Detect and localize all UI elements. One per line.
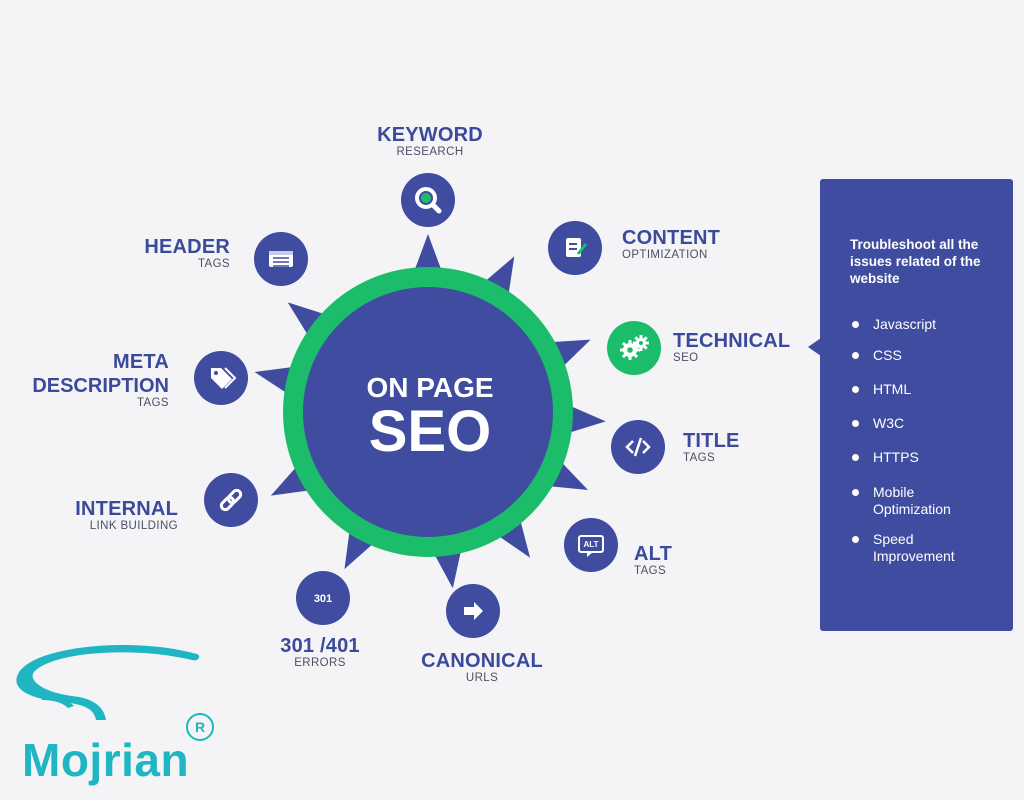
node-canonical bbox=[446, 584, 500, 638]
node-alt: ALT bbox=[564, 518, 618, 572]
node-meta bbox=[194, 351, 248, 405]
node-circle bbox=[564, 518, 618, 572]
node-subtitle: TAGS bbox=[136, 397, 169, 409]
node-subtitle: OPTIMIZATION bbox=[622, 249, 708, 261]
node-internal bbox=[204, 473, 258, 527]
ring-spike bbox=[564, 404, 606, 435]
node-content bbox=[548, 221, 602, 275]
panel-pointer bbox=[808, 338, 821, 356]
link-icon bbox=[219, 488, 243, 512]
node-label-technical: TECHNICAL SEO bbox=[673, 331, 790, 365]
node-title: INTERNAL bbox=[75, 498, 178, 520]
svg-text:ALT: ALT bbox=[584, 540, 599, 549]
ring-spike bbox=[412, 234, 444, 275]
panel-list-item: Mobile Optimization bbox=[850, 484, 983, 518]
header-tag-icon bbox=[269, 251, 293, 267]
node-title bbox=[611, 420, 665, 474]
node-label-header: HEADER TAGS bbox=[144, 237, 230, 271]
node-title: ALT bbox=[634, 543, 672, 565]
panel-list-item: Speed Improvement bbox=[850, 531, 983, 565]
node-subtitle: RESEARCH bbox=[396, 146, 464, 158]
panel-list-item: W3C bbox=[850, 415, 1013, 432]
node-subtitle: SEO bbox=[673, 352, 699, 364]
301-icon: 301 bbox=[314, 593, 332, 605]
document-edit-icon bbox=[566, 238, 588, 257]
ring-spike bbox=[494, 515, 531, 558]
code-icon bbox=[625, 437, 651, 457]
panel-list-item: CSS bbox=[850, 347, 1013, 364]
node-title-line2: DESCRIPTION bbox=[32, 375, 169, 397]
logo-swoosh-tail bbox=[42, 695, 74, 708]
node-title: TITLE bbox=[683, 430, 740, 452]
node-title: CONTENT bbox=[622, 227, 721, 249]
center-title-line2: SEO bbox=[368, 399, 492, 464]
node-subtitle: TAGS bbox=[634, 565, 667, 577]
node-keyword bbox=[401, 173, 455, 227]
node-label-errors: 301 /401 ERRORS bbox=[255, 636, 385, 670]
node-circle bbox=[296, 571, 350, 625]
arrow-right-icon bbox=[464, 602, 483, 620]
node-header bbox=[254, 232, 308, 286]
panel-list-item: HTML bbox=[850, 381, 1013, 398]
center-title-line1: ON PAGE bbox=[366, 372, 494, 403]
center-circle bbox=[303, 287, 553, 537]
tag-icon bbox=[211, 367, 237, 389]
node-label-alt: ALT TAGS bbox=[634, 544, 672, 578]
node-title: 301 /401 bbox=[280, 635, 360, 657]
node-label-meta: META DESCRIPTION TAGS bbox=[32, 352, 169, 410]
node-title: META bbox=[113, 351, 169, 373]
node-label-internal: INTERNAL LINK BUILDING bbox=[75, 499, 178, 533]
node-label-content: CONTENT OPTIMIZATION bbox=[622, 228, 720, 262]
panel-title: Troubleshoot all the issues related of t… bbox=[850, 237, 981, 286]
registered-mark: R bbox=[186, 713, 214, 741]
node-subtitle: TAGS bbox=[197, 258, 230, 270]
panel-list-item: HTTPS bbox=[850, 449, 1013, 466]
node-title: TECHNICAL bbox=[673, 330, 791, 352]
node-title: HEADER bbox=[144, 236, 230, 258]
logo-swoosh bbox=[16, 644, 200, 720]
ring-spike bbox=[287, 302, 330, 340]
node-subtitle: LINK BUILDING bbox=[89, 520, 178, 532]
node-technical bbox=[607, 321, 661, 375]
node-subtitle: TAGS bbox=[683, 452, 716, 464]
search-icon bbox=[415, 187, 442, 214]
alt-icon: ALT bbox=[578, 535, 604, 557]
node-errors: 301 bbox=[296, 571, 350, 625]
node-label-canonical: CANONICAL URLS bbox=[400, 651, 564, 685]
svg-text:301: 301 bbox=[314, 593, 332, 605]
node-subtitle: URLS bbox=[465, 672, 499, 684]
logo-text: Mojrian bbox=[22, 734, 190, 786]
node-title: CANONICAL bbox=[421, 650, 543, 672]
node-label-title: TITLE TAGS bbox=[683, 431, 740, 465]
node-circles: ALT 301 bbox=[194, 173, 665, 638]
node-subtitle: ERRORS bbox=[294, 657, 346, 669]
node-circle bbox=[204, 473, 258, 527]
technical-seo-panel: Troubleshoot all the issues related of t… bbox=[820, 179, 1013, 631]
gears-icon bbox=[620, 335, 649, 360]
panel-list-item: Javascript bbox=[850, 316, 1013, 333]
logo-swoosh-shape bbox=[16, 644, 200, 720]
node-title: KEYWORD bbox=[377, 124, 483, 146]
node-label-keyword: KEYWORD RESEARCH bbox=[350, 125, 510, 159]
